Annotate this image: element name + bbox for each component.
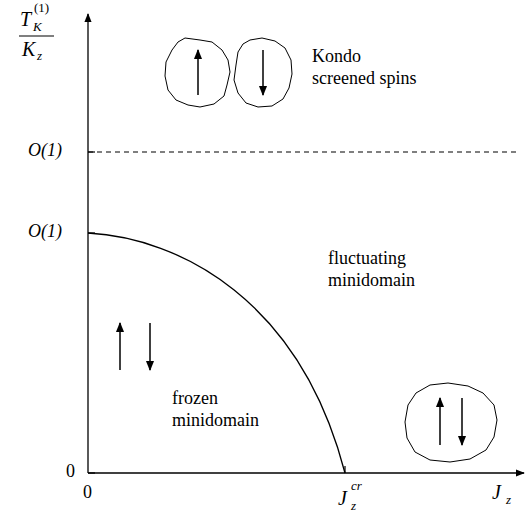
- axis-subscript: z: [351, 498, 356, 514]
- axis-symbol: T: [20, 7, 31, 31]
- minidomain-cloud: [405, 383, 497, 462]
- axis-subscript: K: [33, 19, 42, 35]
- y-axis: [87, 14, 88, 473]
- axis-superscript: cr: [351, 478, 362, 494]
- spin-arrow: [262, 50, 264, 95]
- region-label: fluctuating minidomain: [328, 248, 423, 291]
- phase-boundary: [88, 233, 345, 473]
- x-axis: [88, 472, 524, 473]
- axis-subscript: z: [506, 492, 511, 508]
- crossover-line: [88, 151, 518, 152]
- axis-symbol: K: [22, 37, 35, 61]
- fraction-bar: [19, 35, 54, 36]
- spin-arrow: [461, 398, 463, 445]
- region-label: Kondo screened spins: [312, 46, 424, 89]
- axis-symbol: J: [338, 486, 347, 510]
- spin-arrow: [119, 323, 121, 370]
- tick-label: 0: [66, 461, 75, 483]
- tick: [88, 472, 95, 473]
- screening-cloud: [165, 38, 230, 107]
- spin-arrow: [149, 323, 151, 370]
- spin-arrow: [439, 398, 441, 445]
- axis-subscript: z: [37, 48, 42, 64]
- axis-symbol: J: [492, 480, 501, 504]
- tick-label: 0: [83, 482, 92, 504]
- region-label: frozen minidomain: [172, 388, 267, 431]
- tick-label: O(1): [28, 221, 62, 243]
- screening-cloud: [234, 38, 292, 107]
- tick-label: O(1): [28, 140, 62, 162]
- spin-arrow: [197, 50, 199, 95]
- axis-superscript: (1): [34, 0, 49, 16]
